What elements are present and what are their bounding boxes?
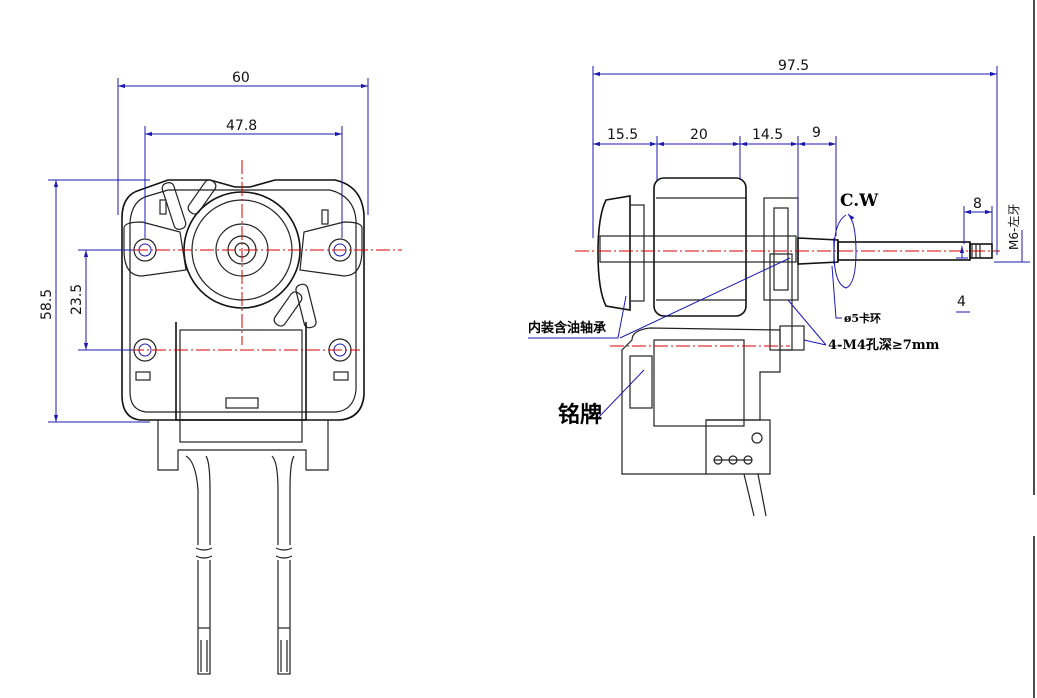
dim-length-overall (592, 66, 998, 255)
side-terminal-pins (713, 455, 753, 465)
dim-hole-spacing-v-label: 23.5 (69, 284, 85, 315)
dim-length-overall-label: 97.5 (778, 58, 809, 74)
dim-hole-spacing-v (78, 249, 134, 351)
side-shaft-core (599, 235, 797, 263)
dim-width-overall (117, 78, 369, 215)
front-slot-4 (333, 371, 349, 381)
front-lead-wires (185, 455, 295, 675)
leader-nameplate (597, 369, 645, 419)
front-right-ear (299, 221, 363, 277)
dim-segments (593, 136, 837, 236)
side-shaft-thread (969, 243, 993, 259)
front-terminal-block (157, 420, 329, 471)
dim-seg-3-label: 14.5 (752, 127, 783, 143)
front-left-ear (123, 221, 187, 277)
front-slot-3 (135, 371, 151, 381)
dim-shaft-dia-label: 4 (957, 294, 966, 310)
dim-seg-4-label: 9 (812, 125, 821, 141)
front-frame-inner (129, 189, 357, 413)
side-terminal-hole (751, 432, 763, 444)
side-shaft-collar (797, 237, 839, 265)
side-coil-housing (621, 327, 781, 475)
front-coil-clip-1 (161, 182, 187, 230)
dim-width-overall-label: 60 (232, 70, 250, 86)
label-holes: 4-M4孔深≥7mm (828, 337, 940, 353)
dim-shaft-dia (956, 246, 970, 313)
side-rear-bearing-cap (597, 195, 631, 311)
front-view: 60 47.8 58.5 23.5 (39, 70, 402, 675)
leader-bearing (528, 295, 627, 339)
leader-holes (787, 299, 827, 346)
rotation-label: C.W (840, 191, 879, 211)
dim-height-overall (48, 179, 150, 423)
dim-seg-2-label: 20 (690, 127, 708, 143)
front-coil-body (179, 329, 303, 443)
front-slot-1 (159, 199, 167, 215)
leader-clip (831, 265, 842, 319)
side-stator-stack (653, 177, 747, 317)
side-mount-bracket (769, 253, 793, 351)
front-coil-clip-2 (187, 179, 217, 215)
front-frame-outline (121, 179, 365, 421)
front-coil-clip-4 (295, 283, 317, 329)
front-coil-clip-3 (273, 291, 303, 327)
side-coil-bracket (653, 339, 745, 427)
dim-shaft-end-label: 8 (973, 196, 982, 212)
side-view: 97.5 15.5 20 14.5 9 8 4 M6-左牙 C.W 内装含油轴承… (528, 58, 1030, 517)
dim-hole-spacing-h (144, 126, 343, 238)
thread-label: M6-左牙 (1006, 204, 1021, 250)
dim-seg-1-label: 15.5 (607, 127, 638, 143)
side-front-cap-inner (773, 207, 789, 291)
label-clip: ø5卡环 (844, 311, 881, 325)
dim-shaft-end (963, 206, 993, 244)
side-front-cap (763, 197, 799, 301)
front-nameplate-slot (225, 397, 259, 409)
front-slot-2 (321, 209, 329, 225)
side-terminal-box (706, 419, 771, 475)
front-coil-bracket (175, 322, 307, 421)
side-rear-bearing-ring (629, 204, 645, 302)
side-nameplate (629, 355, 653, 409)
label-nameplate: 铭牌 (558, 402, 602, 428)
leader-bearing-2 (619, 257, 791, 339)
rotation-arrow (833, 213, 857, 289)
dim-hole-spacing-h-label: 47.8 (226, 118, 257, 134)
label-bearing: 内装含油轴承 (528, 320, 606, 336)
dim-height-overall-label: 58.5 (39, 289, 55, 320)
side-lead-wire (743, 473, 767, 517)
